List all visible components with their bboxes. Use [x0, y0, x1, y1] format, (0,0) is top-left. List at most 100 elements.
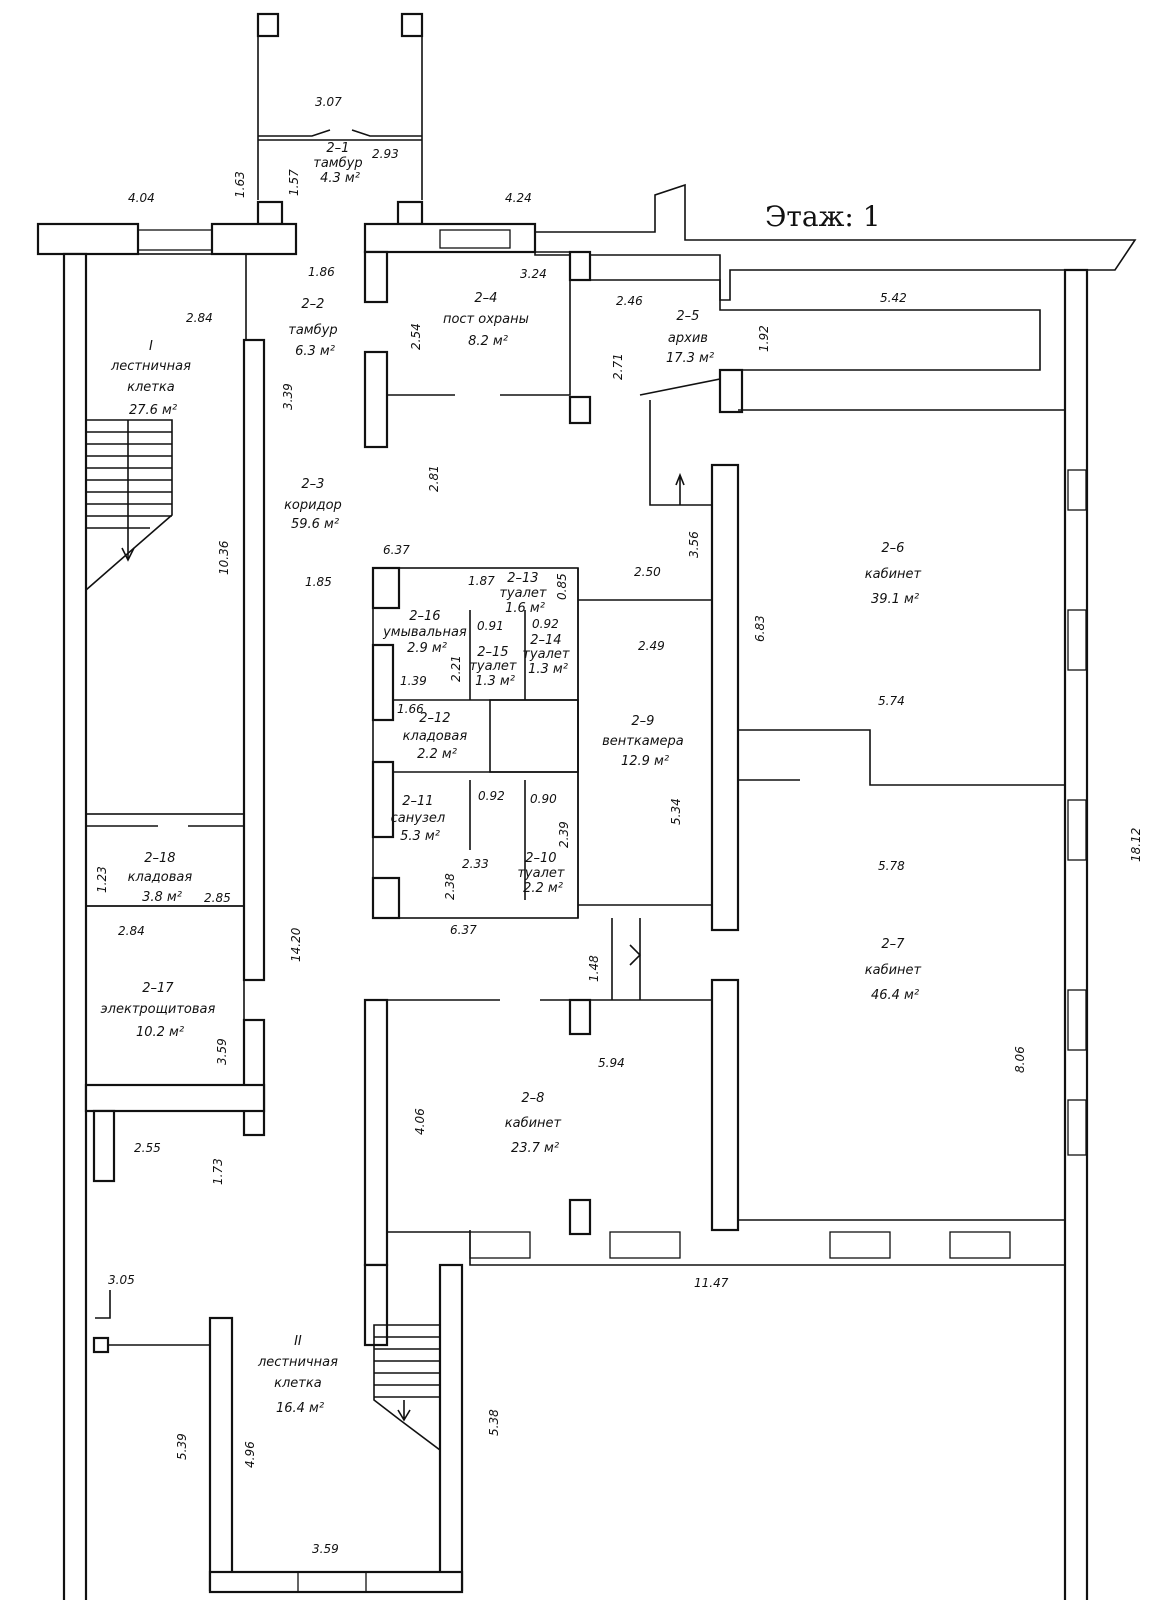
dimension-label: 5.94 [598, 1056, 625, 1070]
dimension-label: 3.39 [281, 383, 295, 410]
column [256, 200, 284, 226]
window [297, 1571, 367, 1593]
vestibule-outline [257, 36, 423, 200]
dimension-label: 2.49 [638, 639, 665, 653]
column [92, 1336, 110, 1354]
wall [363, 1263, 389, 1347]
room-label-2-17: 2–17 электрощитовая 10.2 м² [101, 981, 220, 1040]
structure [36, 12, 1137, 1600]
dimension-label: 3.59 [215, 1038, 229, 1065]
east-windows [1067, 469, 1087, 1156]
wall [710, 463, 740, 932]
dimension-label: 5.78 [878, 859, 905, 873]
top-roof-line [534, 183, 1137, 301]
dimension-label: 2.39 [557, 821, 571, 848]
dimension-label: 2.84 [186, 311, 213, 325]
dimension-label: 1.86 [308, 265, 335, 279]
wall [371, 566, 401, 610]
wall-north [363, 222, 537, 254]
dimension-label: 2.33 [462, 857, 489, 871]
room-label-stair-2: II лестничная клетка 16.4 м² [257, 1334, 342, 1416]
wall [718, 368, 744, 414]
floor-title: Этаж: 1 [765, 200, 881, 233]
dimension-label: 2.93 [372, 147, 399, 161]
dimension-label: 5.38 [487, 1409, 501, 1436]
room-label-2-8: 2–8 кабинет 23.7 м² [505, 1091, 566, 1156]
dimension-label: 0.91 [477, 619, 504, 633]
room-label-2-18: 2–18 кладовая 3.8 м² [128, 851, 197, 905]
room-label-2-12: 2–12 кладовая 2.2 м² [403, 711, 472, 762]
room-label-2-1: 2–1 тамбур 4.3 м² [313, 141, 366, 186]
wall-north-west [36, 222, 140, 256]
column [568, 998, 592, 1036]
room-label-2-11: 2–11 санузел 5.3 м² [391, 794, 450, 844]
room-label-2-9: 2–9 венткамера 12.9 м² [602, 714, 688, 769]
wall [438, 1263, 464, 1592]
dimension-label: 2.54 [409, 323, 423, 350]
dimension-label: 2.55 [134, 1141, 161, 1155]
corridor-west-wall-lower [242, 1018, 266, 1137]
dimension-label: 1.66 [397, 702, 424, 716]
porch-outline [95, 1290, 210, 1346]
wall-east [1063, 268, 1089, 1600]
dimension-label: 11.47 [694, 1276, 729, 1290]
dimension-label: 2.85 [204, 891, 231, 905]
stair-arrow [649, 400, 712, 506]
dimension-label: 5.34 [669, 798, 683, 825]
office-partition [738, 409, 1065, 786]
dimension-label: 1.85 [305, 575, 332, 589]
wall [568, 395, 592, 425]
dimension-label: 5.39 [175, 1433, 189, 1460]
dimension-labels: 3.07 2.93 1.57 1.63 4.04 4.24 1.86 3.24 … [95, 95, 1143, 1556]
dimension-label: 2.21 [449, 655, 463, 682]
room-2-9-outline [577, 568, 712, 918]
dimension-label: 0.90 [530, 792, 557, 806]
wall [363, 250, 389, 304]
window [439, 229, 511, 249]
room-label-2-16: 2–16 умывальная 2.9 м² [382, 609, 471, 656]
window [137, 229, 213, 251]
room-label-2-14: 2–14 туалет 1.3 м² [522, 633, 573, 677]
dimension-label: 1.73 [211, 1158, 225, 1185]
room-label-2-4: 2–4 пост охраны 8.2 м² [443, 291, 533, 349]
wall [710, 978, 740, 1232]
wall [371, 643, 395, 722]
dimension-label: 1.39 [400, 674, 427, 688]
dimension-label: 18.12 [1129, 828, 1143, 862]
dimension-label: 1.23 [95, 866, 109, 893]
wall [363, 350, 389, 449]
wall-west [62, 252, 88, 1600]
dimension-label: 1.48 [587, 955, 601, 982]
room-label-stair-1: I лестничная клетка 27.6 м² [110, 339, 195, 418]
dimension-label: 3.56 [687, 531, 701, 558]
corridor-west-wall [242, 338, 266, 982]
dimension-label: 0.85 [555, 573, 569, 600]
dimension-label: 6.37 [450, 923, 477, 937]
room-label-2-6: 2–6 кабинет 39.1 м² [865, 541, 926, 607]
dimension-label: 2.71 [611, 353, 625, 380]
vent-shaft [489, 699, 579, 773]
dimension-label: 2.84 [118, 924, 145, 938]
room-label-2-13: 2–13 туалет 1.6 м² [499, 571, 550, 616]
dimension-label: 2.81 [427, 465, 441, 492]
dimension-label: 0.92 [532, 617, 559, 631]
dimension-label: 0.92 [478, 789, 505, 803]
wall [84, 1083, 266, 1113]
dimension-label: 1.57 [287, 169, 301, 196]
dimension-label: 4.96 [243, 1441, 257, 1468]
column [400, 12, 424, 38]
room-labels: 2–1 тамбур 4.3 м² 2–2 тамбур 6.3 м² 2–3 … [101, 141, 926, 1416]
stair-1-outline [85, 253, 247, 815]
dimension-label: 1.87 [468, 574, 495, 588]
room-label-2-10: 2–10 туалет 2.2 м² [517, 851, 568, 896]
dimension-label: 8.06 [1013, 1046, 1027, 1073]
dimension-label: 3.24 [520, 267, 547, 281]
room-label-2-7: 2–7 кабинет 46.4 м² [865, 937, 926, 1003]
wall [208, 1316, 234, 1592]
dimension-label: 4.06 [413, 1108, 427, 1135]
south-windows [469, 1231, 1011, 1259]
room-label-2-2: 2–2 тамбур 6.3 м² [288, 297, 341, 359]
dimension-label: 1.92 [757, 325, 771, 352]
column [568, 1198, 592, 1236]
